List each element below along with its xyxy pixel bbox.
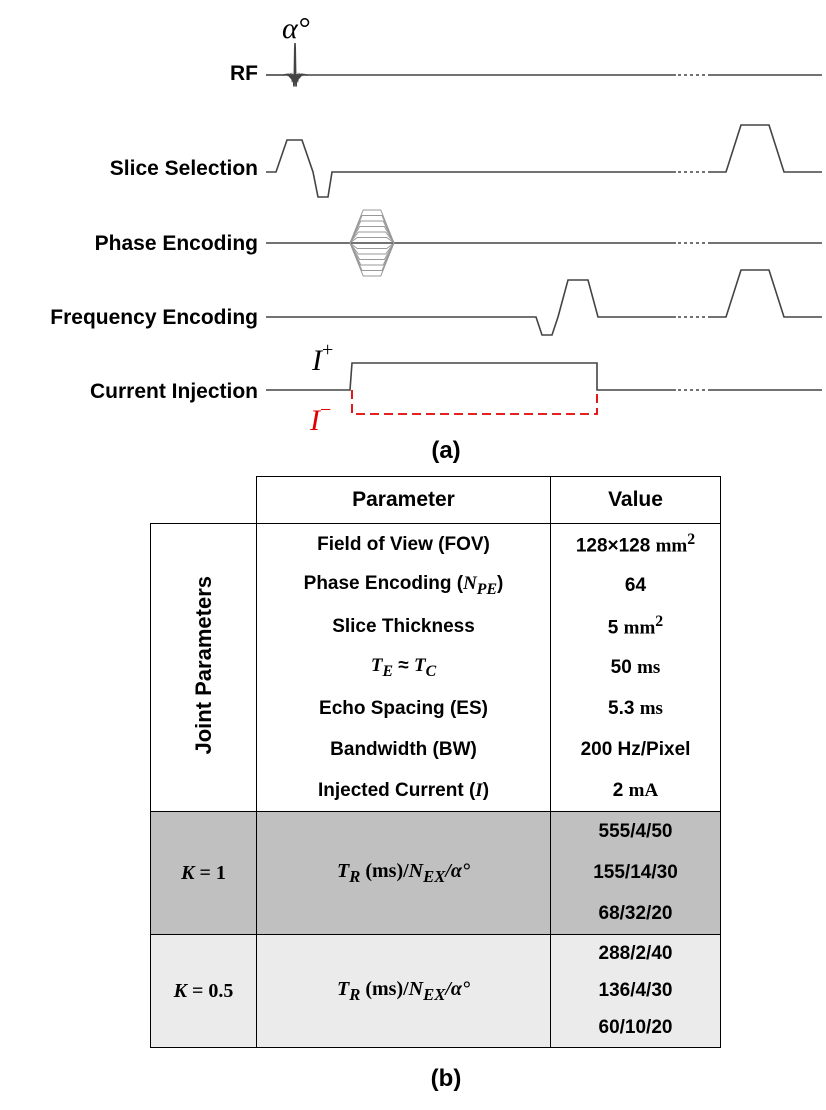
param-injected-current: Injected Current (I) [256, 770, 551, 812]
row-label-slice-selection: Slice Selection [110, 157, 258, 180]
frequency-encoding-waveform [266, 269, 822, 336]
header-value: Value [550, 476, 721, 524]
group-k1-label: K = 1 [150, 811, 257, 935]
caption-b-wrap: (b) [431, 1065, 462, 1092]
negative-current-label: I− [309, 399, 331, 437]
pulse-sequence-diagram: RF Slice Selection Phase Encoding Freque… [50, 12, 822, 464]
row-label-current-injection: Current Injection [90, 380, 258, 403]
phase-encoding-lobe [349, 242, 395, 260]
value-phase-encoding: 64 [550, 565, 721, 606]
negative-current-pulse [351, 390, 598, 415]
param-phase-encoding: Phase Encoding (NPE) [256, 565, 551, 606]
value-slice-thickness: 5 mm2 [550, 606, 721, 647]
row-label-frequency-encoding: Frequency Encoding [50, 306, 258, 329]
group-k1-value: 155/14/30 [593, 861, 678, 883]
param-bandwidth: Bandwidth (BW) [256, 729, 551, 770]
flip-angle-label: α° [282, 12, 310, 45]
group-k1-value: 555/4/50 [598, 821, 673, 843]
param-echo-spacing: Echo Spacing (ES) [256, 688, 551, 729]
phase-encoding-lobes [349, 209, 395, 277]
positive-current-label: I+ [311, 339, 333, 377]
current-injection-waveform [266, 362, 822, 415]
phase-encoding-lobe [349, 242, 395, 266]
phase-encoding-lobe [349, 209, 395, 244]
value-te-tc: 50 ms [550, 647, 721, 688]
param-te-tc: TE ≈ TC [256, 647, 551, 688]
table-corner [150, 476, 257, 524]
param-fov: Field of View (FOV) [256, 523, 551, 565]
value-injected-current: 2 mA [550, 770, 721, 812]
phase-encoding-lobe [349, 220, 395, 244]
phase-encoding-lobe [349, 242, 395, 255]
value-echo-spacing: 5.3 ms [550, 688, 721, 729]
group-k05-value: 288/2/40 [598, 942, 673, 964]
phase-encoding-lobe [349, 237, 395, 244]
group-k1-param: TR (ms)/NEX/α° [256, 811, 551, 935]
row-label-rf: RF [230, 62, 258, 85]
joint-parameters-label: Joint Parameters [150, 523, 257, 812]
caption-b: (b) [431, 1065, 462, 1092]
value-fov: 128×128 mm2 [550, 523, 721, 565]
phase-encoding-lobe [349, 231, 395, 244]
group-k1-value: 68/32/20 [598, 902, 673, 924]
parameter-table: Parameter Value Joint Parameters Field o… [150, 476, 721, 1048]
caption-a: (a) [431, 437, 460, 464]
group-k05-value: 136/4/30 [598, 979, 673, 1001]
phase-encoding-waveform [266, 209, 822, 277]
slice-selection-waveform [266, 124, 822, 198]
group-k05-values: 288/2/40 136/4/30 60/10/20 [550, 934, 721, 1048]
rf-waveform [266, 42, 822, 87]
group-k1-values: 555/4/50 155/14/30 68/32/20 [550, 811, 721, 935]
header-parameter: Parameter [256, 476, 551, 524]
value-bandwidth: 200 Hz/Pixel [550, 729, 721, 770]
phase-encoding-lobe [349, 242, 395, 249]
group-k05-param: TR (ms)/NEX/α° [256, 934, 551, 1048]
row-label-phase-encoding: Phase Encoding [95, 232, 258, 255]
group-k05-value: 60/10/20 [598, 1017, 673, 1039]
phase-encoding-lobe [349, 226, 395, 244]
group-k05-label: K = 0.5 [150, 934, 257, 1048]
phase-encoding-lobe [349, 242, 395, 277]
param-slice-thickness: Slice Thickness [256, 606, 551, 647]
